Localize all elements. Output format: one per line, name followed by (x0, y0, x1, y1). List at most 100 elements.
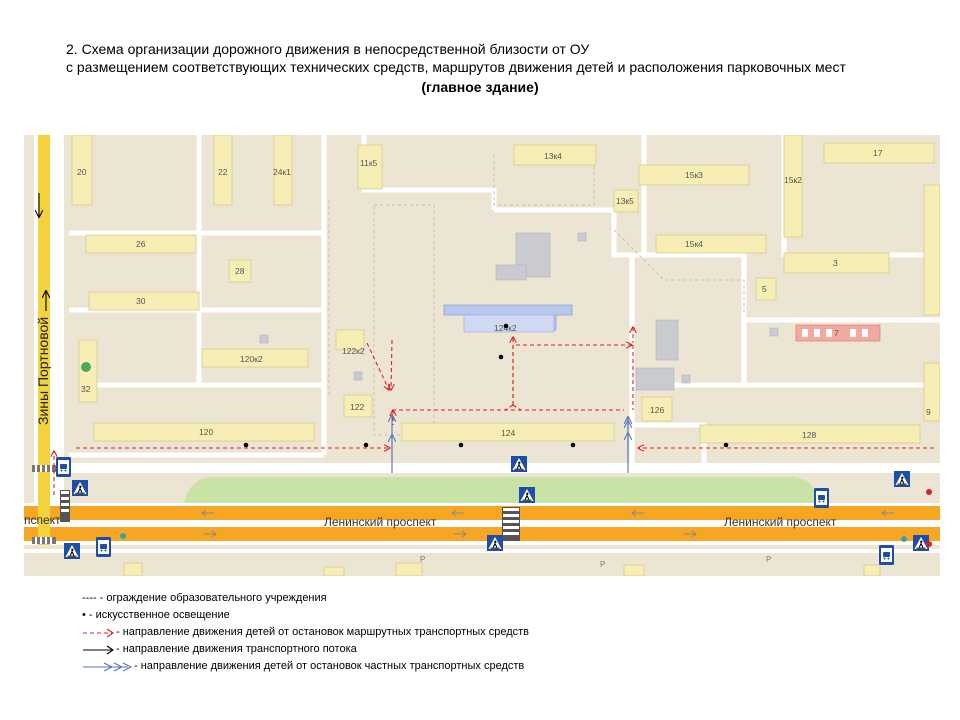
num-3: 3 (833, 258, 838, 268)
num-28: 28 (235, 266, 245, 276)
num-11k5: 11к5 (360, 158, 378, 168)
tram-stop-icon (120, 533, 126, 539)
parking-label-1: P (420, 555, 425, 564)
num-24k1: 24к1 (273, 167, 291, 177)
building-24k1 (273, 135, 293, 206)
building-126 (641, 396, 673, 422)
service-road (64, 463, 940, 473)
tram-stop-icon (901, 536, 907, 542)
utility-blocks (259, 232, 779, 391)
green-median (184, 477, 814, 503)
bus-stop-sign (56, 457, 71, 477)
legend-bus-route-text: - направление движения детей от останово… (116, 626, 530, 638)
building-30 (88, 291, 200, 311)
street-label-leninsky-left: пспект (24, 513, 61, 527)
minor-roads (69, 135, 940, 470)
num-5: 5 (762, 284, 767, 294)
metro-icon (926, 489, 932, 495)
building-128 (699, 424, 921, 444)
south-buildings (123, 562, 881, 576)
bus-stop-sign (879, 545, 894, 565)
crosswalk-left (60, 490, 70, 522)
building-124 (401, 422, 615, 442)
num-26: 26 (136, 239, 146, 249)
num-20: 20 (77, 167, 87, 177)
children-bus-routes (54, 327, 934, 495)
building-20 (71, 135, 93, 206)
building-26 (85, 234, 197, 254)
building-13k5 (613, 189, 639, 213)
pedestrian-sign (71, 479, 89, 497)
pedestrian-sign (63, 542, 81, 560)
map[interactable]: Зины Портновой пспект Ленинский проспект… (24, 135, 940, 576)
lighting-points (243, 323, 729, 448)
num-15k2: 15к2 (784, 175, 802, 185)
num-126: 126 (650, 405, 664, 415)
building-13k4 (513, 144, 597, 166)
num-124: 124 (501, 428, 515, 438)
title-line-2: с размещением соответствующих технически… (66, 59, 846, 75)
num-7: 7 (834, 328, 839, 338)
legend-traffic-text: - направление движения транспортного пот… (116, 643, 357, 655)
map-canvas[interactable]: Зины Портновой пспект Ленинский проспект… (24, 135, 940, 576)
num-30: 30 (136, 296, 146, 306)
title-line-3: (главное здание) (0, 78, 960, 96)
legend-private-route-text: - направление движения детей от останово… (134, 660, 525, 672)
bus-stop-sign (96, 537, 111, 557)
num-122k2: 122к2 (342, 346, 365, 356)
avenue-lane-top (24, 506, 940, 520)
num-120: 120 (199, 427, 213, 437)
num-15k4: 15к4 (685, 239, 703, 249)
building-15k4 (655, 234, 767, 254)
avenue-direction-marks (201, 509, 894, 538)
building-122 (343, 394, 373, 418)
pedestrian-sign (510, 455, 528, 473)
num-9: 9 (926, 407, 931, 417)
num-17: 17 (873, 148, 883, 158)
building-28 (228, 259, 252, 283)
black-arrow-icon (83, 645, 114, 654)
metro-icon (926, 541, 932, 547)
num-128: 128 (802, 430, 816, 440)
building-15k2 (783, 135, 803, 238)
crosswalk-right (502, 507, 520, 541)
crosswalk-horizontal (32, 465, 56, 544)
num-120k2: 120к2 (240, 354, 263, 364)
street-label-portnovoy: Зины Портновой (35, 317, 51, 425)
blue-double-arrow-icon (83, 662, 133, 671)
children-private-routes (392, 415, 628, 473)
pedestrian-sign (518, 486, 536, 504)
legend-bus-route: - направление движения детей от останово… (82, 624, 529, 641)
pedestrian-sign (486, 534, 504, 552)
building-122k2 (335, 329, 365, 351)
building-120 (93, 422, 315, 442)
building-3 (783, 252, 890, 274)
legend-lighting: • - искусственное освещение (82, 607, 529, 624)
parking-label-3: P (766, 555, 771, 564)
num-122: 122 (350, 402, 364, 412)
building-17 (823, 142, 935, 164)
school-building (443, 304, 573, 333)
legend-fence-text: ---- - ограждение образовательного учреж… (82, 592, 327, 604)
building-9 (923, 362, 940, 422)
num-13k5: 13к5 (616, 196, 634, 206)
bus-stop-sign (814, 488, 829, 508)
building-11k5 (357, 144, 383, 190)
legend-lighting-text: • - искусственное освещение (82, 609, 230, 621)
shop-icon (81, 362, 91, 372)
num-32: 32 (81, 384, 91, 394)
red-dashed-arrow-icon (83, 628, 114, 637)
building-120k2 (201, 348, 309, 368)
legend: ---- - ограждение образовательного учреж… (82, 590, 529, 675)
avenue-lane-bottom (24, 527, 940, 541)
buildings (71, 135, 940, 444)
street-label-leninsky-center: Ленинский проспект (324, 515, 437, 529)
title-line-1: 2. Схема организации дорожного движения … (66, 41, 590, 57)
parking-label-2: P (600, 560, 605, 569)
pedestrian-sign (893, 470, 911, 488)
building-15k3 (638, 164, 750, 186)
building-22 (213, 135, 233, 206)
num-22: 22 (218, 167, 228, 177)
legend-fence: ---- - ограждение образовательного учреж… (82, 590, 529, 607)
legend-private-route: - направление движения детей от останово… (82, 658, 529, 675)
